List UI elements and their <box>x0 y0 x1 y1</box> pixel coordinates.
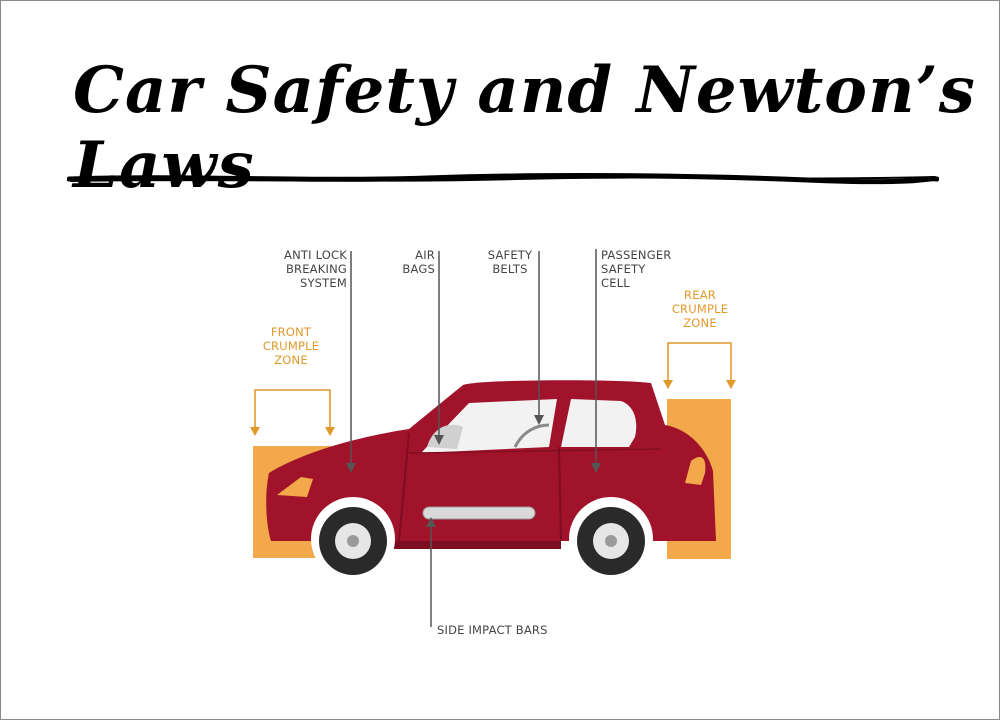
safety-belts-label: SAFETY BELTS <box>487 248 533 276</box>
front-crumple-label: FRONT CRUMPLE ZONE <box>262 325 320 367</box>
abs-label: ANTI LOCK BREAKING SYSTEM <box>284 248 347 290</box>
air-bags-label: AIR BAGS <box>402 248 435 276</box>
front-crumple-bracket <box>254 389 331 428</box>
title-underline <box>67 173 939 185</box>
side-impact-arrow <box>426 517 436 527</box>
passenger-cell-label: PASSENGER SAFETY CELL <box>601 248 672 290</box>
rear-crumple-arrow-right <box>726 380 736 389</box>
rear-crumple-label: REAR CRUMPLE ZONE <box>671 288 729 330</box>
rear-crumple-arrow-left <box>663 380 673 389</box>
steering-wheel <box>513 423 550 448</box>
air-bag <box>427 424 463 449</box>
body-crease <box>408 448 662 454</box>
side-impact-bar <box>422 506 536 520</box>
front-door-outline <box>398 432 410 542</box>
front-wheel <box>319 507 387 575</box>
headlight <box>277 477 313 497</box>
rear-door-outline <box>558 446 562 542</box>
passenger-cell-arrow <box>591 463 601 473</box>
slide-title: Car Safety and Newton’s Laws <box>73 53 976 203</box>
rear-window <box>561 399 637 447</box>
front-crumple-arrow-right <box>325 427 335 436</box>
front-crumple-arrow-left <box>250 427 260 436</box>
taillight <box>685 457 706 485</box>
side-impact-label: SIDE IMPACT BARS <box>437 623 548 637</box>
rear-crumple-bracket <box>667 342 732 381</box>
abs-arrow <box>346 463 356 473</box>
car-lower-trim <box>393 541 561 549</box>
safety-belts-arrow <box>534 415 544 425</box>
rear-wheel <box>577 507 645 575</box>
air-bags-arrow <box>434 435 444 445</box>
